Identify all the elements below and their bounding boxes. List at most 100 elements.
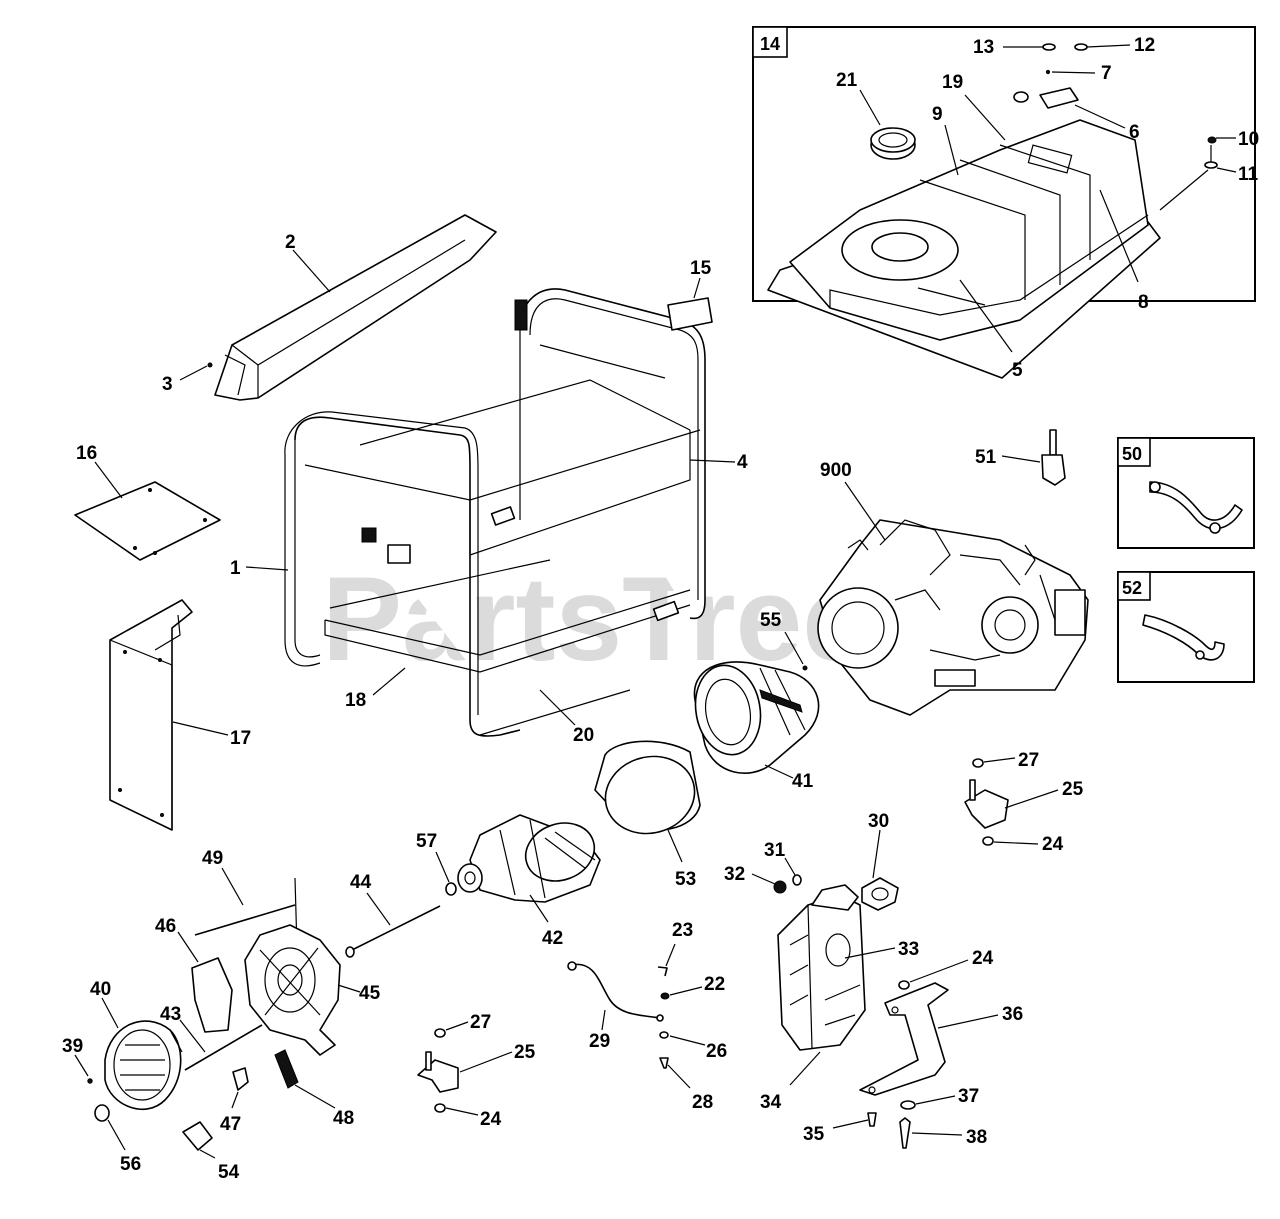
callout-10[interactable]: 10 bbox=[1238, 129, 1259, 150]
clip-47[interactable] bbox=[232, 1067, 249, 1091]
callout-44[interactable]: 44 bbox=[350, 872, 372, 893]
callout-56[interactable]: 56 bbox=[120, 1154, 141, 1175]
callout-36[interactable]: 36 bbox=[1002, 1004, 1023, 1025]
callout-43[interactable]: 43 bbox=[160, 1004, 181, 1025]
callout-16[interactable]: 16 bbox=[76, 443, 97, 464]
decal-15[interactable] bbox=[667, 297, 713, 331]
frame-tube-rear[interactable] bbox=[519, 288, 706, 620]
callout-53[interactable]: 53 bbox=[675, 869, 696, 890]
end-cover-40[interactable] bbox=[104, 1020, 182, 1111]
pin-55[interactable] bbox=[802, 665, 808, 671]
callout-18[interactable]: 18 bbox=[345, 690, 366, 711]
callout-24-left[interactable]: 24 bbox=[480, 1109, 502, 1130]
nut-24-muffler[interactable] bbox=[898, 980, 910, 990]
bracket-54[interactable] bbox=[182, 1121, 213, 1151]
callout-40[interactable]: 40 bbox=[90, 979, 111, 1000]
callout-39[interactable]: 39 bbox=[62, 1036, 83, 1057]
frame-tube-front[interactable] bbox=[294, 416, 521, 737]
callout-41[interactable]: 41 bbox=[792, 771, 814, 792]
callout-22[interactable]: 22 bbox=[704, 974, 725, 995]
washer-31[interactable] bbox=[792, 874, 802, 886]
callout-31[interactable]: 31 bbox=[764, 840, 786, 861]
nut-24-right[interactable] bbox=[982, 836, 994, 846]
callout-7[interactable]: 7 bbox=[1101, 63, 1112, 84]
washer-37[interactable] bbox=[900, 1100, 916, 1110]
clip-23[interactable] bbox=[657, 966, 668, 977]
callout-34[interactable]: 34 bbox=[760, 1092, 782, 1113]
nut-27-right[interactable] bbox=[972, 758, 984, 768]
callout-23[interactable]: 23 bbox=[672, 920, 693, 941]
stud-43[interactable] bbox=[184, 1024, 263, 1071]
callout-6[interactable]: 6 bbox=[1129, 122, 1140, 143]
fuel-valve-51[interactable] bbox=[1049, 429, 1057, 456]
bearing-carrier-45[interactable] bbox=[244, 924, 341, 1056]
mount-25-left[interactable] bbox=[417, 1059, 459, 1093]
washer-11[interactable] bbox=[1204, 161, 1218, 169]
callout-55[interactable]: 55 bbox=[760, 610, 782, 631]
callout-35[interactable]: 35 bbox=[803, 1124, 825, 1145]
callout-45[interactable]: 45 bbox=[359, 983, 381, 1004]
callout-28[interactable]: 28 bbox=[692, 1092, 713, 1113]
stud-49[interactable] bbox=[194, 904, 296, 936]
callout-49[interactable]: 49 bbox=[202, 848, 223, 869]
callout-37[interactable]: 37 bbox=[958, 1086, 979, 1107]
callout-3[interactable]: 3 bbox=[162, 374, 173, 395]
callout-27-left[interactable]: 27 bbox=[470, 1012, 491, 1033]
muffler-33[interactable] bbox=[777, 894, 866, 1051]
callout-48[interactable]: 48 bbox=[333, 1108, 354, 1129]
callout-52[interactable]: 52 bbox=[1122, 578, 1142, 598]
callout-33[interactable]: 33 bbox=[898, 939, 919, 960]
callout-24-muffler[interactable]: 24 bbox=[972, 948, 994, 969]
nut-24-left[interactable] bbox=[434, 1103, 446, 1113]
fuel-line-52[interactable] bbox=[1142, 614, 1225, 661]
callout-25-left[interactable]: 25 bbox=[514, 1042, 536, 1063]
brush-48[interactable] bbox=[274, 1049, 299, 1089]
callout-29[interactable]: 29 bbox=[589, 1031, 610, 1052]
callout-5[interactable]: 5 bbox=[1012, 360, 1023, 381]
screw-39[interactable] bbox=[87, 1078, 93, 1084]
callout-8[interactable]: 8 bbox=[1138, 292, 1149, 313]
callout-1[interactable]: 1 bbox=[230, 558, 241, 579]
callout-38[interactable]: 38 bbox=[966, 1127, 987, 1148]
washer-26[interactable] bbox=[659, 1031, 669, 1039]
nut-10[interactable] bbox=[1207, 136, 1217, 144]
callout-14[interactable]: 14 bbox=[760, 34, 780, 54]
callout-20[interactable]: 20 bbox=[573, 725, 594, 746]
washer-13[interactable] bbox=[1042, 43, 1056, 51]
callout-15[interactable]: 15 bbox=[690, 258, 712, 279]
callout-57[interactable]: 57 bbox=[416, 831, 437, 852]
callout-19[interactable]: 19 bbox=[942, 72, 963, 93]
callout-900[interactable]: 900 bbox=[820, 460, 852, 481]
engine-900[interactable] bbox=[819, 519, 1089, 716]
cover-46[interactable] bbox=[191, 957, 233, 1033]
washer-12[interactable] bbox=[1074, 43, 1088, 51]
callout-46[interactable]: 46 bbox=[155, 916, 176, 937]
callout-26[interactable]: 26 bbox=[706, 1041, 727, 1062]
screw-35[interactable] bbox=[867, 1112, 877, 1127]
callout-2[interactable]: 2 bbox=[285, 232, 296, 253]
rotor-bolt-44[interactable] bbox=[351, 905, 441, 951]
callout-12[interactable]: 12 bbox=[1134, 35, 1155, 56]
callout-24-right[interactable]: 24 bbox=[1042, 834, 1064, 855]
panel-cover-2[interactable] bbox=[214, 214, 497, 401]
bolt-38[interactable] bbox=[899, 1117, 911, 1149]
callout-11[interactable]: 11 bbox=[1238, 164, 1259, 185]
screw-28[interactable] bbox=[659, 1057, 669, 1069]
fuel-line-50[interactable] bbox=[1149, 481, 1243, 530]
callout-42[interactable]: 42 bbox=[542, 928, 563, 949]
washer-57[interactable] bbox=[445, 882, 457, 896]
bracket-36[interactable] bbox=[859, 982, 949, 1096]
callout-25-right[interactable]: 25 bbox=[1062, 779, 1084, 800]
callout-4[interactable]: 4 bbox=[737, 452, 748, 473]
nut-27-left[interactable] bbox=[434, 1028, 446, 1038]
panel-16[interactable] bbox=[74, 481, 221, 561]
callout-50[interactable]: 50 bbox=[1122, 444, 1142, 464]
callout-51[interactable]: 51 bbox=[975, 447, 997, 468]
callout-13[interactable]: 13 bbox=[973, 37, 994, 58]
gasket-30[interactable] bbox=[861, 877, 899, 911]
nut-32[interactable] bbox=[773, 880, 787, 894]
nut-22[interactable] bbox=[660, 992, 670, 1000]
callout-21[interactable]: 21 bbox=[836, 70, 858, 91]
callout-27-right[interactable]: 27 bbox=[1018, 750, 1039, 771]
plug-56[interactable] bbox=[94, 1104, 110, 1122]
